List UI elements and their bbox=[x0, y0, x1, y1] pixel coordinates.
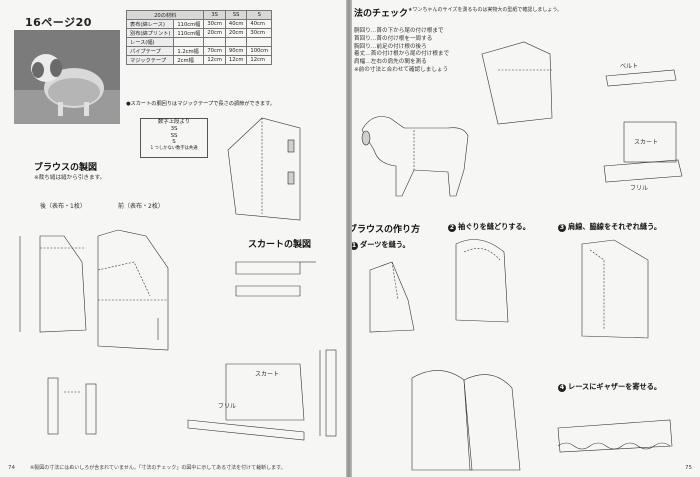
size-legend: 数字上段より 3S SS S 1 つしかない数字は共通 bbox=[140, 118, 208, 158]
size-check-title: 法のチェック bbox=[354, 9, 409, 19]
step-1-text: ダーツを縫う。 bbox=[360, 240, 410, 249]
frill-check-label: フリル bbox=[630, 185, 649, 192]
table-header-row: 20の材料 3S SS S bbox=[125, 10, 273, 20]
skirt-check-label: スカート bbox=[634, 139, 659, 146]
table-cell: 12cm bbox=[203, 55, 226, 65]
page-number-left: 74 bbox=[8, 465, 15, 471]
materials-table: 20の材料 3S SS S 表布(綿レース) 110cm幅 30cm 40cm … bbox=[125, 10, 273, 65]
step-2-text: 袖ぐりを縫どりする。 bbox=[458, 222, 530, 231]
table-cell: 2cm幅 bbox=[173, 55, 205, 65]
belt-label: ベルト bbox=[620, 63, 639, 70]
back-label: 後（表布・1枚） bbox=[40, 203, 86, 210]
book-gutter bbox=[346, 0, 352, 477]
size-legend-line: S bbox=[172, 139, 176, 146]
blouse-draft-title: ブラウスの製図 bbox=[34, 163, 98, 173]
front-label: 前（表布・2枚） bbox=[118, 203, 164, 210]
left-page: 16ページ20 20の材料 3S SS S 表布(綿レ bbox=[0, 0, 346, 477]
blouse-make-title: ブラウスの作り方 bbox=[352, 225, 421, 235]
skirt-label: スカート bbox=[255, 371, 280, 378]
dog-photo bbox=[14, 30, 120, 124]
frill-label: フリル bbox=[218, 403, 237, 410]
step-4-text: レースにギャザーを寄せる。 bbox=[568, 382, 662, 391]
size-legend-line: SS bbox=[170, 132, 178, 139]
pattern-drafts-left bbox=[19, 117, 337, 441]
size-legend-head: 数字上段より bbox=[157, 119, 191, 125]
table-row: 別布(綿プリント) 110cm幅 20cm 20cm 30cm bbox=[125, 28, 273, 38]
size-legend-foot: 1 つしかない数字は共通 bbox=[150, 146, 198, 151]
measure-instructions: 胴回り…首の下から尾の付け根まで 首回り…首の付け根を一周する 胸回り…前足の付… bbox=[354, 28, 450, 74]
pattern-drafts-right bbox=[361, 41, 683, 471]
table-cell: 12cm bbox=[246, 55, 273, 65]
step-3-text: 肩線、脇線をそれぞれ縫う。 bbox=[568, 222, 662, 231]
left-footnote: ※製図の寸法にはぬいしろが含まれていません。「寸法のチェック」の図中に示してある… bbox=[30, 465, 286, 471]
size-check-note: ★ワンちゃんのサイズを測るものは実物大の型紙で確認しましょう。 bbox=[408, 7, 563, 13]
materials-note: ●スカートの胴回りはマジックテープで長さの調節ができます。 bbox=[126, 101, 275, 107]
blouse-draft-note: ※裁ち縫は縫から引きます。 bbox=[34, 175, 106, 181]
right-page: 法のチェック ★ワンちゃんのサイズを測るものは実物大の型紙で確認しましょう。 胴… bbox=[352, 0, 700, 477]
table-cell: マジックテープ bbox=[125, 55, 175, 65]
size-legend-line: 3S bbox=[170, 125, 178, 132]
skirt-draft-title: スカートの製図 bbox=[248, 240, 312, 250]
table-row: マジックテープ 2cm幅 12cm 12cm 12cm bbox=[125, 55, 273, 65]
pattern-number-title: 16ページ20 bbox=[25, 16, 92, 29]
page-number-right: 75 bbox=[685, 465, 692, 471]
